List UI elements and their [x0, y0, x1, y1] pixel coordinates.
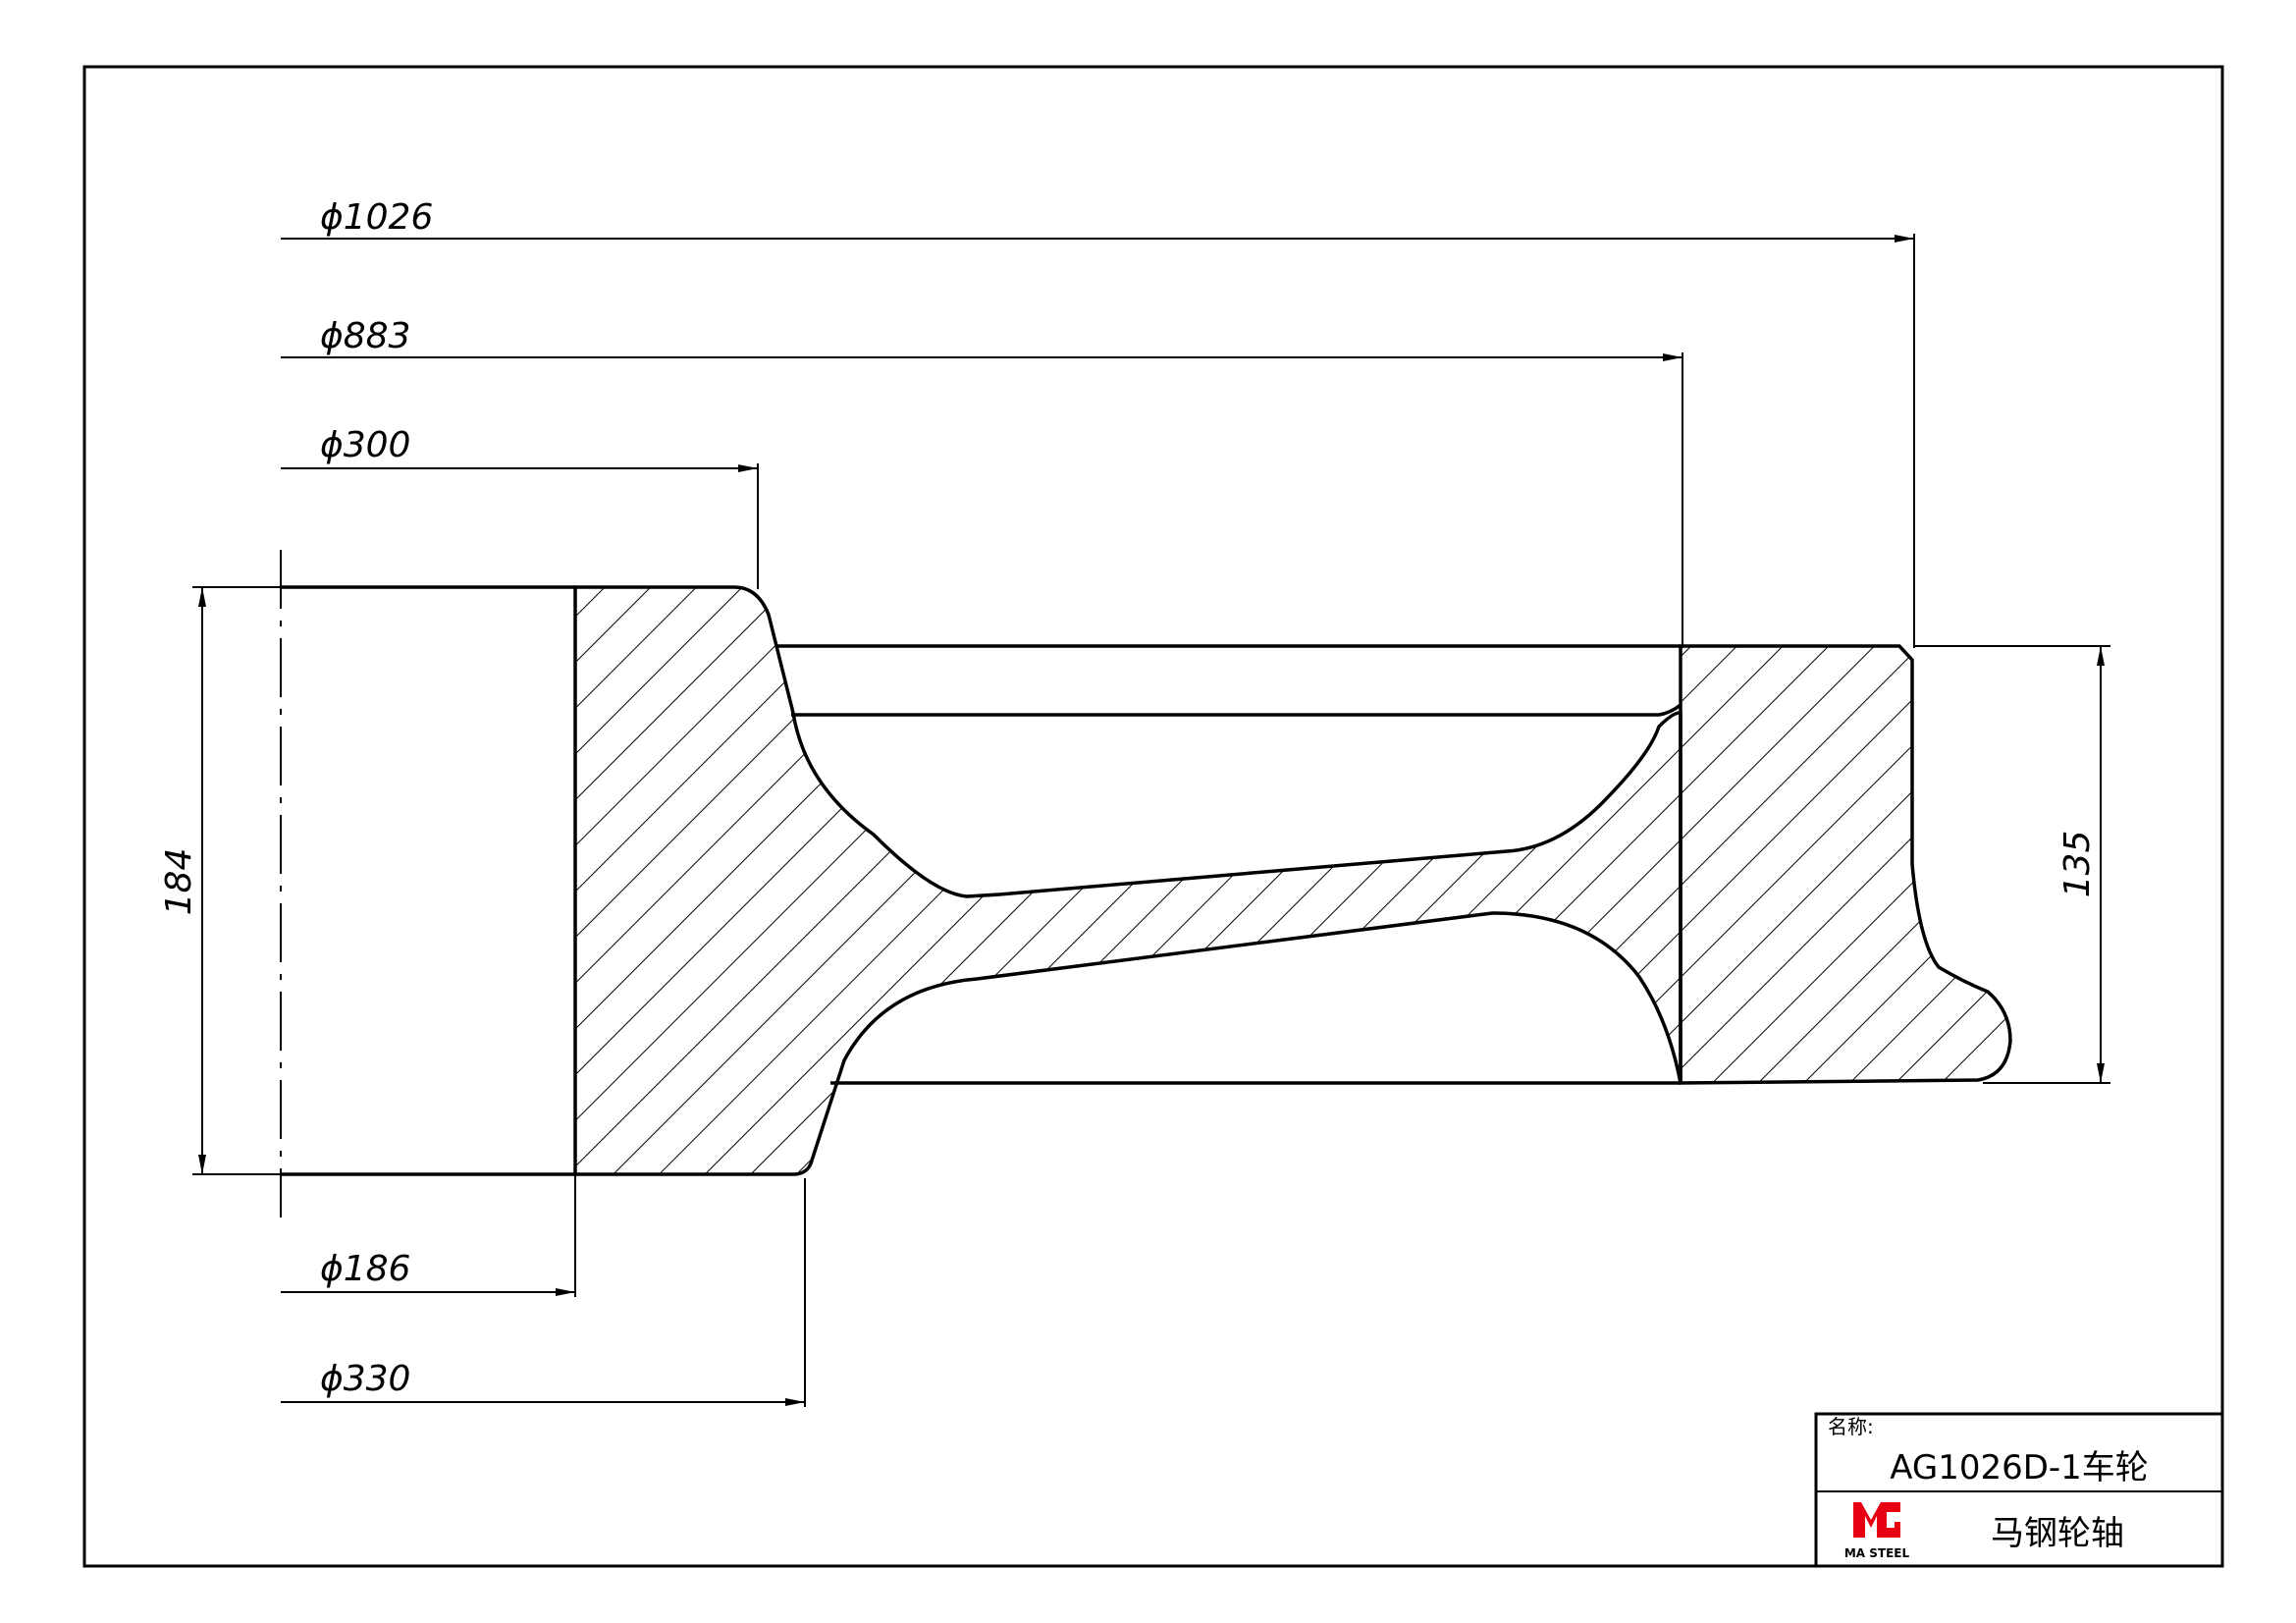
hub-section	[573, 585, 1682, 1176]
masteel-logo: MA STEEL	[1844, 1502, 1910, 1560]
title-block-name-label: 名称:	[1828, 1415, 1874, 1438]
dim-label-h184: 184	[159, 848, 199, 916]
drawing-frame	[82, 65, 2224, 1568]
dim-label-d186: ϕ186	[320, 1249, 410, 1289]
dim-label-d300: ϕ300	[320, 425, 410, 465]
dimension-d186: ϕ186	[281, 1174, 576, 1297]
rim-section	[1679, 644, 2012, 1085]
title-block-company: 马钢轮轴	[1991, 1514, 2124, 1553]
dim-label-d883: ϕ883	[320, 316, 410, 356]
rim-inner-line	[791, 703, 1682, 717]
dimension-h184: 184	[159, 586, 281, 1175]
dimension-d1026: ϕ1026	[281, 197, 1915, 648]
dim-label-h135: 135	[2057, 831, 2098, 898]
dimension-d330: ϕ330	[281, 1178, 806, 1407]
title-block: 名称: AG1026D-1车轮 MA STEEL 马钢轮轴	[1814, 1412, 2224, 1568]
logo-text: MA STEEL	[1844, 1546, 1910, 1560]
dimension-d300: ϕ300	[281, 425, 759, 589]
dimension-h135: 135	[1914, 645, 2110, 1084]
dimension-d883: ϕ883	[281, 316, 1683, 648]
wheel-section	[281, 585, 2012, 1176]
dim-label-d1026: ϕ1026	[320, 197, 433, 238]
dim-label-d330: ϕ330	[320, 1359, 410, 1399]
title-block-part-name: AG1026D-1车轮	[1890, 1448, 2149, 1488]
